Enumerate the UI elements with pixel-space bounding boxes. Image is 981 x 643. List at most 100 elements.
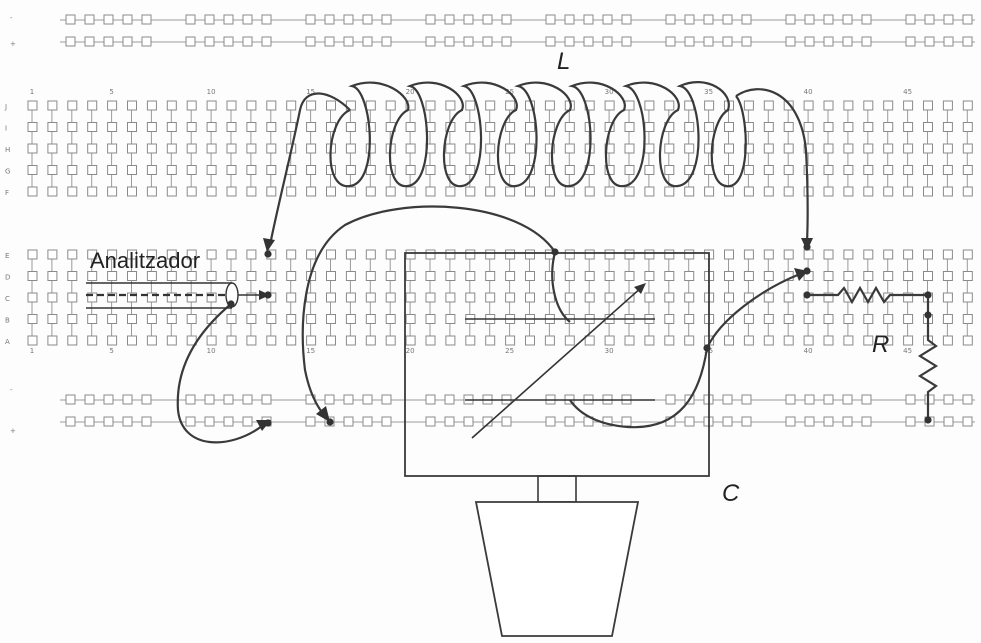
terminal-strips bbox=[27, 100, 973, 346]
rail-hole bbox=[223, 36, 234, 47]
terminal-hole bbox=[684, 122, 695, 132]
terminal-hole bbox=[525, 143, 535, 154]
rail-hole bbox=[842, 394, 853, 405]
terminal-hole bbox=[27, 314, 38, 324]
terminal-hole bbox=[843, 335, 854, 346]
rail-hole bbox=[665, 14, 676, 25]
terminal-hole bbox=[823, 271, 834, 281]
terminal-hole bbox=[47, 335, 58, 346]
rail-hole bbox=[785, 416, 796, 427]
terminal-hole bbox=[345, 186, 356, 197]
terminal-hole bbox=[783, 314, 794, 324]
terminal-hole bbox=[743, 165, 754, 175]
terminal-hole bbox=[286, 271, 297, 281]
terminal-hole bbox=[823, 165, 834, 175]
terminal-hole bbox=[704, 143, 715, 154]
terminal-hole bbox=[365, 186, 376, 197]
terminal-hole bbox=[286, 249, 297, 260]
terminal-hole bbox=[942, 186, 953, 197]
terminal-hole bbox=[226, 122, 237, 132]
terminal-hole bbox=[226, 335, 237, 346]
column-number: 25 bbox=[505, 347, 514, 355]
terminal-hole bbox=[87, 143, 98, 154]
terminal-hole bbox=[803, 100, 814, 111]
terminal-hole bbox=[226, 100, 237, 111]
rail-hole bbox=[741, 36, 752, 47]
terminal-hole bbox=[763, 122, 774, 132]
terminal-hole bbox=[405, 122, 416, 132]
rail-hole bbox=[444, 394, 455, 405]
terminal-hole bbox=[266, 314, 277, 324]
terminal-hole bbox=[883, 100, 894, 111]
rail-hole bbox=[804, 416, 815, 427]
terminal-hole bbox=[286, 122, 297, 132]
rail-hole bbox=[684, 416, 695, 427]
terminal-hole bbox=[385, 186, 396, 197]
rail-hole bbox=[444, 14, 455, 25]
rail-hole bbox=[362, 14, 373, 25]
coil-lead-left bbox=[268, 92, 351, 246]
terminal-hole bbox=[246, 314, 257, 324]
terminal-hole bbox=[505, 122, 516, 132]
terminal-hole bbox=[107, 314, 118, 324]
terminal-hole bbox=[564, 165, 575, 175]
terminal-hole bbox=[226, 165, 237, 175]
connection-dot bbox=[264, 250, 272, 258]
connection-dot bbox=[803, 291, 811, 299]
rail-hole bbox=[823, 394, 834, 405]
wire-analyzer-ground bbox=[176, 303, 263, 444]
rail-hole bbox=[785, 394, 796, 405]
terminal-hole bbox=[962, 186, 973, 197]
rail-hole bbox=[924, 14, 935, 25]
terminal-hole bbox=[186, 292, 197, 303]
terminal-hole bbox=[525, 271, 535, 281]
terminal-hole bbox=[127, 314, 137, 324]
rail-hole bbox=[842, 416, 853, 427]
terminal-hole bbox=[67, 314, 78, 324]
terminal-hole bbox=[67, 249, 78, 260]
terminal-hole bbox=[525, 292, 535, 303]
terminal-hole bbox=[624, 186, 635, 197]
terminal-hole bbox=[704, 122, 715, 132]
terminal-hole bbox=[664, 186, 675, 197]
terminal-hole bbox=[584, 292, 595, 303]
terminal-hole bbox=[644, 335, 655, 346]
terminal-hole bbox=[923, 271, 933, 281]
rail-hole bbox=[141, 14, 152, 25]
terminal-hole bbox=[107, 143, 118, 154]
terminal-hole bbox=[783, 100, 794, 111]
terminal-hole bbox=[962, 335, 973, 346]
terminal-hole bbox=[127, 100, 137, 111]
terminal-hole bbox=[326, 186, 336, 197]
terminal-hole bbox=[962, 165, 973, 175]
rail-hole bbox=[381, 394, 392, 405]
rail-hole bbox=[362, 36, 373, 47]
column-number: 20 bbox=[406, 347, 415, 355]
terminal-hole bbox=[107, 122, 118, 132]
rail-hole bbox=[381, 416, 392, 427]
rail-hole bbox=[861, 14, 872, 25]
terminal-hole bbox=[664, 271, 675, 281]
rail-hole bbox=[842, 36, 853, 47]
terminal-hole bbox=[345, 165, 356, 175]
terminal-hole bbox=[266, 271, 277, 281]
rail-hole bbox=[823, 14, 834, 25]
terminal-hole bbox=[843, 186, 854, 197]
variable-arrow bbox=[471, 286, 643, 439]
terminal-hole bbox=[67, 186, 78, 197]
terminal-hole bbox=[485, 335, 496, 346]
column-number: 30 bbox=[605, 88, 614, 96]
terminal-hole bbox=[186, 100, 197, 111]
analyzer-label: Analitzador bbox=[90, 248, 200, 273]
lead-arrow bbox=[316, 406, 330, 422]
rail-hole bbox=[204, 394, 215, 405]
rail-hole bbox=[425, 394, 436, 405]
row-letter: G bbox=[5, 168, 10, 176]
inductor-coil bbox=[263, 81, 813, 252]
terminal-hole bbox=[604, 335, 615, 346]
terminal-hole bbox=[743, 100, 754, 111]
terminal-hole bbox=[326, 100, 336, 111]
terminal-hole bbox=[87, 122, 98, 132]
column-number: 20 bbox=[406, 88, 415, 96]
